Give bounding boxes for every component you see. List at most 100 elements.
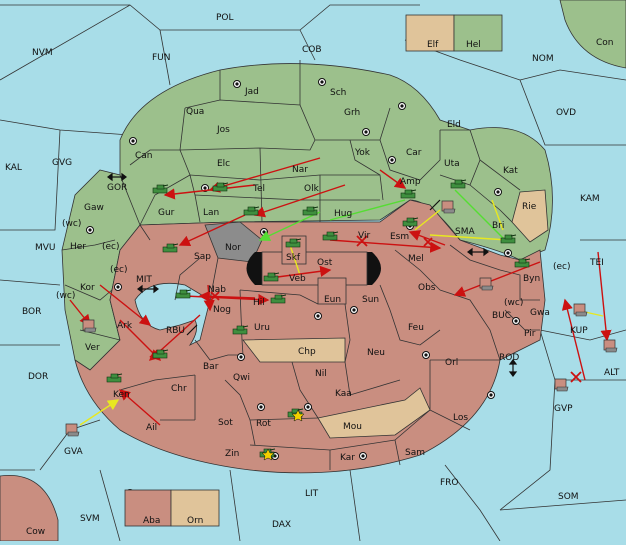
land-label-elc: Elc: [217, 159, 230, 169]
land-label-tel: Tel: [252, 184, 265, 194]
land-label-byn: Byn: [523, 274, 540, 284]
land-label-vir: Vir: [358, 231, 370, 241]
sea-borders: [0, 4, 626, 542]
sea-label-gor: GOR: [107, 183, 127, 193]
sea-label-kam: KAM: [580, 194, 600, 204]
legend-aba-label: Aba: [143, 516, 160, 526]
sea-label-som: SOM: [558, 492, 579, 502]
failed-order-marks: [210, 235, 582, 383]
province-rie[interactable]: [511, 189, 549, 243]
land-label-los: Los: [453, 413, 468, 423]
land-label-yok: Yok: [354, 148, 371, 158]
province-ost-block[interactable]: [261, 251, 368, 286]
land-label-nog: Nog: [213, 305, 231, 315]
sea-label-cob: COB: [302, 45, 322, 55]
land-label-gur: Gur: [158, 208, 175, 218]
province-eun[interactable]: [317, 277, 347, 305]
legend-hel-label: Hel: [466, 40, 481, 50]
sea-label-gva: GVA: [64, 447, 84, 457]
convoy-link-arrows: [186, 199, 441, 336]
land-label-qwi: Qwi: [233, 373, 250, 383]
land-label-nil: Nil: [315, 369, 327, 379]
land-label-kaa: Kaa: [335, 389, 352, 399]
sea-label-lit: LIT: [305, 489, 319, 499]
land-label-mel: Mel: [408, 254, 424, 264]
connection-arrows: [107, 172, 518, 377]
land-label-ark: Ark: [117, 321, 133, 331]
land-label-chr: Chr: [171, 384, 187, 394]
province-cow[interactable]: [0, 474, 59, 542]
land-label-gwa: Gwa: [530, 308, 550, 318]
land-label-orl: Orl: [445, 358, 458, 368]
sea-label-mvu: MVU: [35, 243, 56, 253]
land-label-skf: Skf: [286, 253, 301, 263]
land-label-sap: Sap: [194, 252, 211, 262]
land-label-bri: Bri: [492, 221, 504, 231]
land-label-veb: Veb: [289, 274, 306, 284]
land-label-ec-her: (ec): [102, 242, 120, 252]
sea-label-kup: KUP: [570, 326, 588, 336]
land-label-nor: Nor: [225, 243, 241, 253]
sea-label-pol: POL: [216, 13, 234, 23]
land-label-wc-gwa: (wc): [504, 298, 523, 308]
land-label-wc-kor: (wc): [56, 291, 75, 301]
land-label-lan: Lan: [203, 208, 219, 218]
land-label-jad: Jad: [244, 87, 259, 97]
sea-label-nom: NOM: [532, 54, 554, 64]
land-label-bar: Bar: [203, 362, 219, 372]
land-label-hil: Hil: [253, 298, 265, 308]
land-label-nab: Nab: [208, 285, 226, 295]
province-nor[interactable]: [204, 221, 263, 263]
land-label-kat: Kat: [503, 166, 518, 176]
land-label-nar: Nar: [292, 165, 308, 175]
land-label-uta: Uta: [444, 159, 460, 169]
land-label-mou: Mou: [343, 422, 362, 432]
dislodged-star-markers: [261, 409, 305, 461]
land-label-rie: Rie: [522, 202, 537, 212]
land-label-feu: Feu: [408, 323, 424, 333]
sea-label-gvp: GVP: [554, 404, 573, 414]
labels: Elf Hel Aba Orn POL NVM FUN COB NOM Con …: [5, 13, 620, 537]
land-label-ec-byn: (ec): [553, 262, 571, 272]
sea-label-gvg: GVG: [52, 158, 72, 168]
sea-label-fro: FRO: [440, 478, 459, 488]
sea-label-rbu: RBU: [166, 326, 185, 336]
sea-label-dax: DAX: [272, 520, 291, 530]
land-label-esm: Esm: [390, 232, 409, 242]
land-label-ost: Ost: [317, 258, 333, 268]
land-label-zin: Zin: [225, 449, 239, 459]
sea-label-rod: ROD: [499, 353, 519, 363]
sea-label-ovd: OVD: [556, 108, 576, 118]
land-label-wc-her: (wc): [62, 219, 81, 229]
sea-label-cow: Cow: [26, 527, 45, 537]
land-label-rot: Rot: [256, 419, 271, 429]
land-label-sam: Sam: [405, 448, 425, 458]
sea-label-dor: DOR: [28, 372, 48, 382]
sea-label-fun: FUN: [152, 53, 171, 63]
land-label-ec-kor: (ec): [110, 265, 128, 275]
legend-orn-label: Orn: [187, 516, 203, 526]
land-label-sot: Sot: [218, 418, 233, 428]
land-label-ail: Ail: [146, 423, 157, 433]
legend-elf-label: Elf: [427, 40, 439, 50]
land-label-eun: Eun: [324, 295, 341, 305]
legend-bottom: [124, 489, 220, 527]
land-label-jos: Jos: [216, 125, 230, 135]
land-label-car: Car: [406, 148, 422, 158]
land-label-grh: Grh: [344, 108, 360, 118]
legend-top: [405, 14, 503, 52]
land-label-qua: Qua: [186, 107, 204, 117]
land-label-sch: Sch: [330, 88, 346, 98]
land-label-kar: Kar: [340, 453, 355, 463]
land-label-can: Can: [135, 151, 153, 161]
land-label-eld: Eld: [447, 120, 461, 130]
land-label-chp: Chp: [298, 347, 316, 357]
land-label-obs: Obs: [418, 283, 436, 293]
province-chp[interactable]: [242, 337, 346, 363]
land-label-uru: Uru: [254, 323, 270, 333]
land-label-olk: Olk: [304, 184, 320, 194]
sea-label-bor: BOR: [22, 307, 41, 317]
order-arrows: [69, 157, 612, 426]
land-label-ken: Ken: [113, 390, 130, 400]
